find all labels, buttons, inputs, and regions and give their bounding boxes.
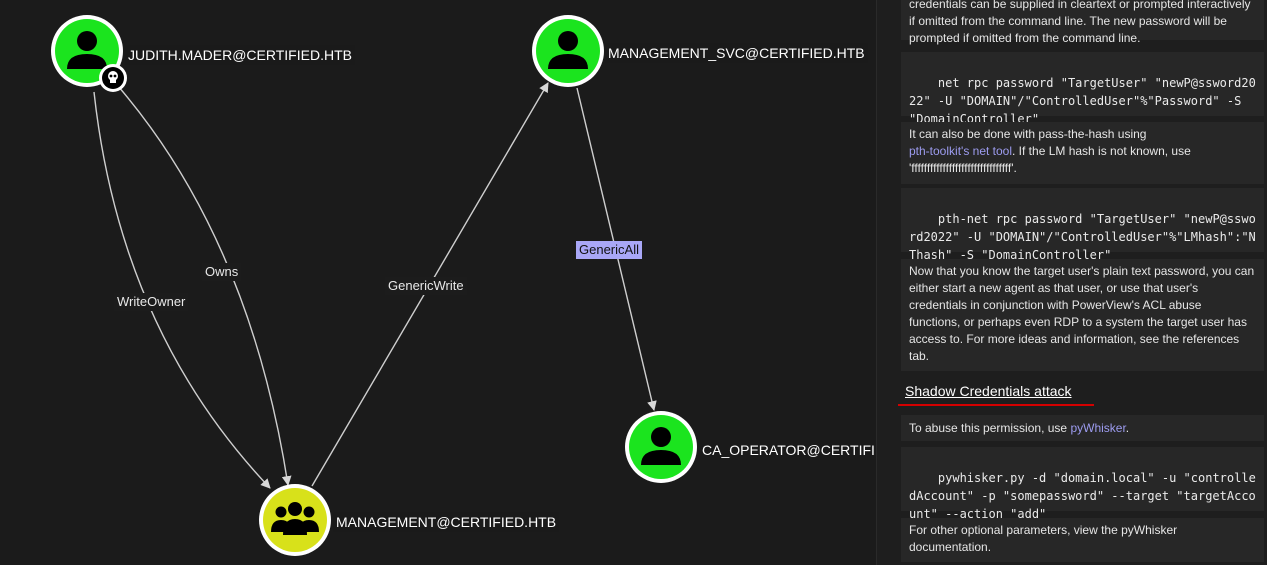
pth-text-before: It can also be done with pass-the-hash u… <box>909 127 1147 141</box>
other-text-block: For other optional parameters, view the … <box>901 518 1264 562</box>
code-pywhisker: pywhisker.py -d "domain.local" -u "contr… <box>909 471 1256 521</box>
node-label-management-svc: MANAGEMENT_SVC@CERTIFIED.HTB <box>605 43 868 63</box>
edge-write-owner[interactable] <box>93 91 271 489</box>
edge-owns[interactable] <box>117 85 292 486</box>
pywhisker-link[interactable]: pyWhisker <box>1070 421 1126 435</box>
owned-skull-icon <box>99 64 127 92</box>
edge-label-generic-write[interactable]: GenericWrite <box>385 277 467 295</box>
pth-text-block: It can also be done with pass-the-hash u… <box>901 122 1264 184</box>
graph-canvas[interactable]: JUDITH.MADER@CERTIFIED.HTB MANAGEMENT_SV… <box>0 0 876 565</box>
other-text: For other optional parameters, view the … <box>909 523 1178 554</box>
code-pth-net: pth-net rpc password "TargetUser" "newP@… <box>909 212 1256 262</box>
user-icon <box>548 31 588 69</box>
graph-edges-layer <box>51 15 697 556</box>
node-ca-operator[interactable] <box>625 411 697 483</box>
help-panel[interactable]: credentials can be supplied in cleartext… <box>876 0 1267 565</box>
code-net-rpc: net rpc password "TargetUser" "newP@sswo… <box>909 76 1256 126</box>
intro-text-block: credentials can be supplied in cleartext… <box>901 0 1264 45</box>
pth-text-after: . If the LM hash is not known, use 'ffff… <box>909 144 1191 175</box>
code-block-pth-net: pth-net rpc password "TargetUser" "newP@… <box>901 188 1264 262</box>
shadow-credentials-header[interactable]: Shadow Credentials attack <box>905 383 1072 399</box>
node-management-svc[interactable] <box>532 15 604 87</box>
node-label-judith: JUDITH.MADER@CERTIFIED.HTB <box>125 45 355 65</box>
intro-text: credentials can be supplied in cleartext… <box>909 0 1251 45</box>
edge-label-generic-all[interactable]: GenericAll <box>576 241 642 259</box>
abuse-text-block: To abuse this permission, use pyWhisker. <box>901 415 1264 441</box>
code-block-pywhisker: pywhisker.py -d "domain.local" -u "contr… <box>901 447 1264 521</box>
abuse-text-before: To abuse this permission, use <box>909 421 1068 435</box>
abuse-text-after: . <box>1125 421 1130 435</box>
code-block-net-rpc: net rpc password "TargetUser" "newP@sswo… <box>901 52 1264 126</box>
node-label-ca-operator: CA_OPERATOR@CERTIFIED <box>699 440 876 460</box>
user-icon <box>67 31 107 69</box>
now-text: Now that you know the target user's plai… <box>909 264 1255 363</box>
header-red-underline <box>898 404 1094 406</box>
node-judith[interactable] <box>51 15 127 92</box>
now-text-block: Now that you know the target user's plai… <box>901 259 1264 371</box>
user-icon <box>641 427 681 465</box>
group-icon <box>271 502 319 535</box>
pth-toolkit-link[interactable]: pth-toolkit's net tool <box>909 144 1013 158</box>
node-management[interactable] <box>259 484 331 556</box>
node-label-management: MANAGEMENT@CERTIFIED.HTB <box>333 512 560 532</box>
edge-label-owns[interactable]: Owns <box>202 263 242 281</box>
edge-label-write-owner[interactable]: WriteOwner <box>114 293 189 311</box>
